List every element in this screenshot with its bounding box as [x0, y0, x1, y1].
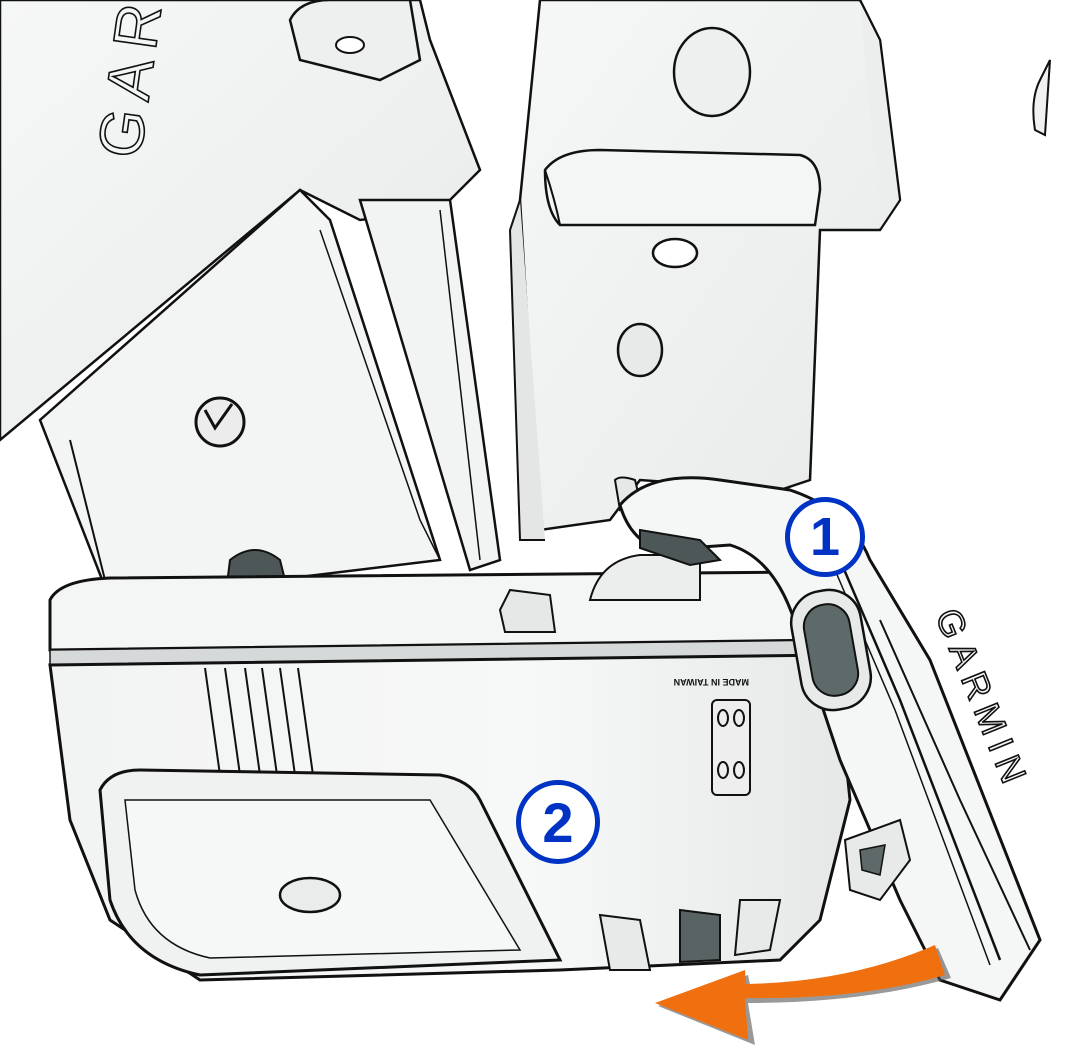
strap-left: GAR: [0, 0, 502, 602]
callout-2: 2: [516, 780, 600, 864]
device-body: MADE IN TAIWAN: [48, 653, 852, 982]
strap-right: [508, 0, 902, 541]
usb-port: [789, 588, 873, 712]
device-lid: [48, 554, 837, 666]
rotate-left-arrow-icon: [655, 945, 951, 1045]
background-strap-right: [1032, 59, 1051, 137]
callout-2-number: 2: [542, 790, 574, 854]
callout-1-number: 1: [809, 507, 841, 567]
callout-1: 1: [785, 497, 865, 577]
body-grooves: [204, 667, 314, 776]
contact-plate: [711, 699, 751, 796]
device-label-text: MADE IN TAIWAN: [674, 677, 749, 687]
